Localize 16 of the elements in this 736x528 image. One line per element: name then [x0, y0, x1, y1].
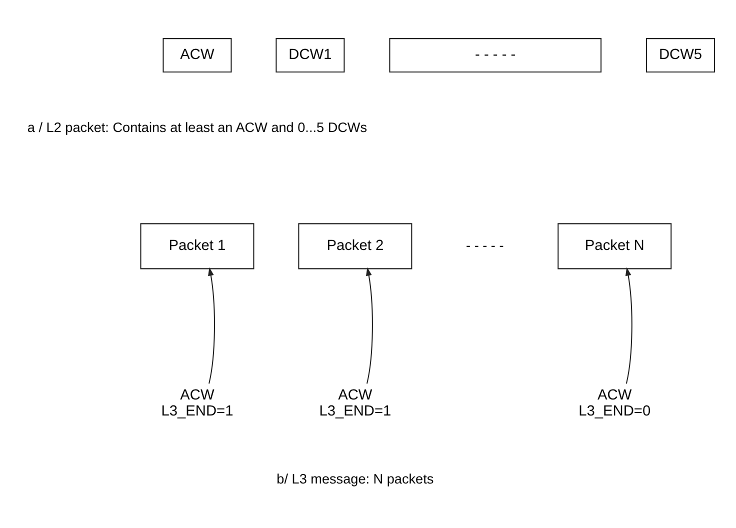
node-box: DCW1: [276, 38, 345, 72]
node-text: ACW L3_END=1: [161, 387, 234, 419]
arrow: [625, 266, 632, 384]
node-box: ACW: [162, 38, 232, 72]
node-box: DCW5: [646, 38, 716, 72]
node-text: ACW L3_END=0: [578, 387, 651, 419]
node-box: Packet N: [558, 222, 672, 269]
node-box: - - - - -: [389, 38, 602, 72]
label: a / L2 packet: Contains at least an ACW and 0...5 DCWs: [27, 120, 368, 135]
label: b/ L3 message: N packets: [276, 471, 434, 486]
label: - - - - -: [466, 237, 504, 252]
arrow: [208, 266, 215, 384]
node-box: Packet 2: [298, 222, 412, 269]
node-text: ACW L3_END=1: [319, 387, 392, 419]
node-box: Packet 1: [140, 222, 254, 269]
arrow: [366, 266, 373, 384]
